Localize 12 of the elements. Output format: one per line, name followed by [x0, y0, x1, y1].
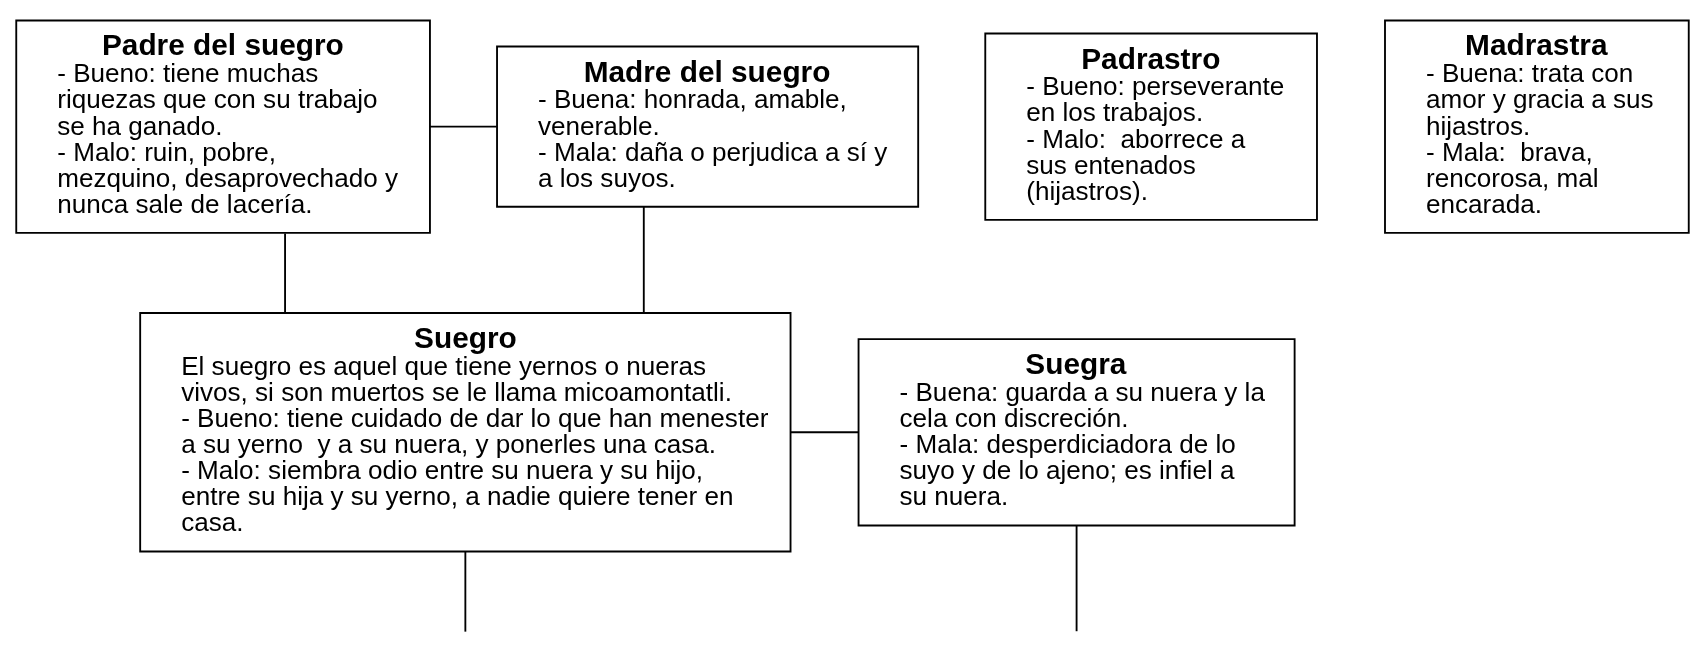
connector [284, 232, 286, 314]
connector [429, 125, 498, 128]
connector [642, 205, 645, 314]
node-box: Padrastro - Bueno: perseverante en los trabajos. - Malo: aborrece a sus entenados (hijastros). [984, 32, 1318, 221]
node-box: Madrastra - Buena: trata con amor y gracia a sus hijastros. - Mala: brava, rencorosa, mal encarada. [1384, 19, 1690, 234]
node-box: Madre del suegro - Buena: honrada, amable, venerable. - Mala: daña o perjudica a sí y a los suyos. [496, 45, 920, 208]
connector [789, 430, 860, 433]
node-box: Padre del suegro - Bueno: tiene muchas riquezas que con su trabajo se ha ganado. - Malo: ruin, pobre, mezquino, desaprovechado y nunca sale de lacería. [15, 19, 431, 234]
connector [464, 550, 467, 633]
node-box: Suegro El suegro es aquel que tiene yernos o nueras vivos, si son muertos se le llama micoamontatli. - Bueno: tiene cuidado de dar lo que han menester a su yerno y a su nuera, y ponerles una casa. - Malo: siembra odio entre su nuera y su hijo, entre su hija y su yerno, a nadie quiere tener en casa. [139, 311, 792, 552]
connector [1075, 524, 1078, 632]
node-box: Suegra - Buena: guarda a su nuera y la cela con discreción. - Mala: desperdiciadora de lo suyo y de lo ajeno; es infiel a su nuera. [857, 337, 1296, 526]
